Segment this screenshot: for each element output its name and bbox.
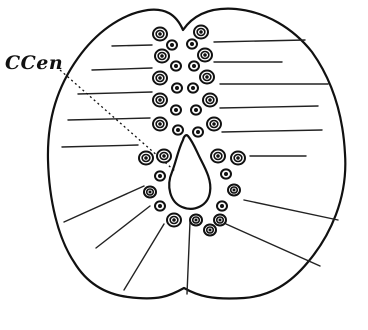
cell-body <box>211 150 225 163</box>
cell-body <box>214 214 226 225</box>
cell-nucleus <box>158 122 162 126</box>
cell-group <box>139 26 245 236</box>
cell-nucleus <box>172 218 176 222</box>
cell-body <box>144 186 156 197</box>
cell-nucleus <box>149 191 152 194</box>
cell-nucleus <box>194 108 198 112</box>
cell-nucleus <box>220 204 224 208</box>
cell-body <box>188 83 198 92</box>
cell-nucleus <box>191 86 195 90</box>
radial-line <box>64 186 144 222</box>
radial-line <box>226 224 320 266</box>
median-line <box>187 222 190 294</box>
cell-body <box>190 214 202 225</box>
radial-line <box>220 106 318 108</box>
cell-body <box>173 125 183 134</box>
cell-body <box>155 50 169 63</box>
cell-nucleus <box>233 189 236 192</box>
cell-body <box>171 61 181 70</box>
cell-nucleus <box>195 219 198 222</box>
cell-body <box>194 26 208 39</box>
radial-line <box>92 68 152 70</box>
cell-body <box>200 71 214 84</box>
cell-nucleus <box>162 154 166 158</box>
cell-body <box>155 201 165 210</box>
cell-body <box>221 169 231 178</box>
ccen-label: CCen <box>5 52 63 74</box>
central-canal <box>169 135 210 209</box>
radial-line <box>68 118 150 120</box>
radial-line <box>124 224 164 290</box>
cell-body <box>187 39 197 48</box>
cell-body <box>191 105 201 114</box>
cell-body <box>204 224 216 235</box>
cell-body <box>203 94 217 107</box>
cell-body <box>153 28 167 41</box>
left-radial-lines <box>62 45 164 290</box>
radial-line <box>244 200 338 220</box>
cell-nucleus <box>203 53 207 57</box>
radial-line <box>62 145 138 147</box>
radial-line <box>222 130 322 132</box>
cell-nucleus <box>196 130 200 134</box>
cell-nucleus <box>160 54 164 58</box>
cell-body <box>167 40 177 49</box>
cell-nucleus <box>170 43 174 47</box>
cell-nucleus <box>158 98 162 102</box>
cell-body <box>155 171 165 180</box>
cell-nucleus <box>144 156 148 160</box>
cell-nucleus <box>205 75 209 79</box>
cell-body <box>153 94 167 107</box>
cell-body <box>228 184 240 195</box>
radial-line <box>112 45 152 46</box>
cell-nucleus <box>174 108 178 112</box>
cell-body <box>189 61 199 70</box>
cell-body <box>193 127 203 136</box>
cell-nucleus <box>209 229 212 232</box>
section-outline <box>48 9 345 299</box>
cell-body <box>139 152 153 165</box>
cell-body <box>217 201 227 210</box>
cell-nucleus <box>208 98 212 102</box>
cell-nucleus <box>190 42 194 46</box>
cell-nucleus <box>158 32 162 36</box>
cell-nucleus <box>216 154 220 158</box>
cell-body <box>167 214 181 227</box>
cell-nucleus <box>192 64 196 68</box>
cell-nucleus <box>158 76 162 80</box>
radial-line <box>96 206 150 248</box>
cell-body <box>157 150 171 163</box>
cell-nucleus <box>175 86 179 90</box>
cell-body <box>207 118 221 131</box>
cell-nucleus <box>212 122 216 126</box>
cell-nucleus <box>219 219 222 222</box>
cell-nucleus <box>158 204 162 208</box>
cell-body <box>172 83 182 92</box>
cell-nucleus <box>236 156 240 160</box>
radial-line <box>78 92 152 94</box>
cell-nucleus <box>224 172 228 176</box>
cell-body <box>171 105 181 114</box>
cell-nucleus <box>158 174 162 178</box>
cell-body <box>231 152 245 165</box>
cell-body <box>198 49 212 62</box>
radial-line <box>214 40 305 42</box>
cell-nucleus <box>199 30 203 34</box>
cell-body <box>153 118 167 131</box>
cell-body <box>153 72 167 85</box>
cell-nucleus <box>176 128 180 132</box>
cell-nucleus <box>174 64 178 68</box>
